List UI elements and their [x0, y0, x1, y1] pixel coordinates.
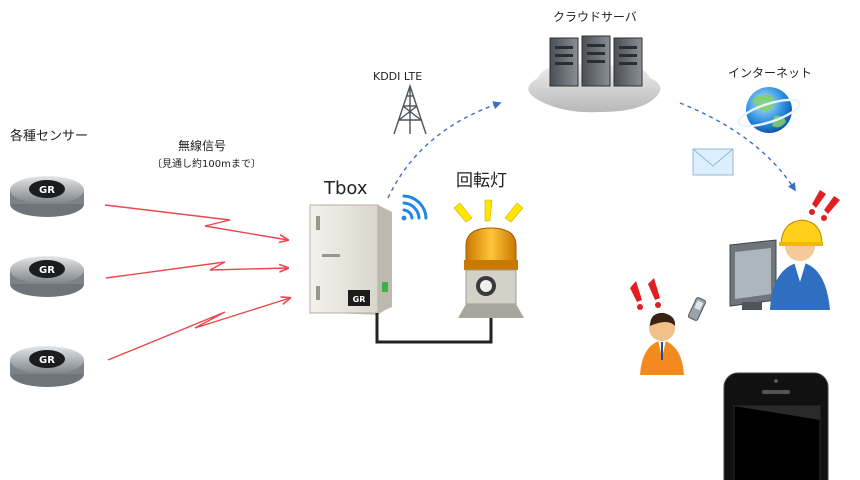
signal-line-3 [107, 298, 290, 361]
signal-line-1 [104, 204, 288, 240]
smartphone-icon [723, 372, 829, 480]
signal-line-2 [105, 261, 288, 279]
manager-alert-icon [630, 278, 661, 310]
lamp-label: 回転灯 [456, 171, 507, 191]
internet-label: インターネット [728, 66, 813, 80]
rotating-lamp-icon [453, 199, 524, 318]
worker-alert-icon [809, 190, 840, 221]
envelope-icon [692, 148, 734, 176]
lte-tower-icon [393, 83, 427, 135]
uplink-arrow [387, 101, 502, 199]
sensor-1: GR [10, 176, 84, 217]
wifi-icon [401, 194, 428, 221]
sensor-3: GR [10, 346, 84, 387]
sensor-2: GR [10, 256, 84, 297]
lamp-cable [375, 313, 493, 344]
tbox-label: Tbox [324, 178, 368, 199]
sensors-label: 各種センサー [10, 129, 89, 144]
sensor-logo: GR [39, 185, 55, 196]
notify-arrow [679, 102, 796, 192]
tbox-enclosure-icon: GR [309, 204, 392, 315]
cloud-server-group [528, 35, 661, 113]
cloud-label: クラウドサーバ [553, 10, 637, 24]
wireless-label: 無線信号 [178, 139, 227, 153]
lte-label: KDDI LTE [373, 70, 423, 83]
manager-with-phone-icon [640, 297, 707, 375]
wireless-note: 〔見通し約100mまで〕 [152, 159, 261, 170]
globe-icon [737, 87, 801, 133]
server-rack-icon [549, 35, 643, 87]
lamp-rays [453, 199, 524, 223]
sensor-logo: GR [39, 265, 55, 276]
sensor-logo: GR [39, 355, 55, 366]
radio-signal-lines [104, 204, 290, 361]
worker-at-monitor-icon [729, 219, 830, 310]
feature-phone-icon [687, 297, 707, 321]
svg-text:GR: GR [353, 295, 366, 304]
